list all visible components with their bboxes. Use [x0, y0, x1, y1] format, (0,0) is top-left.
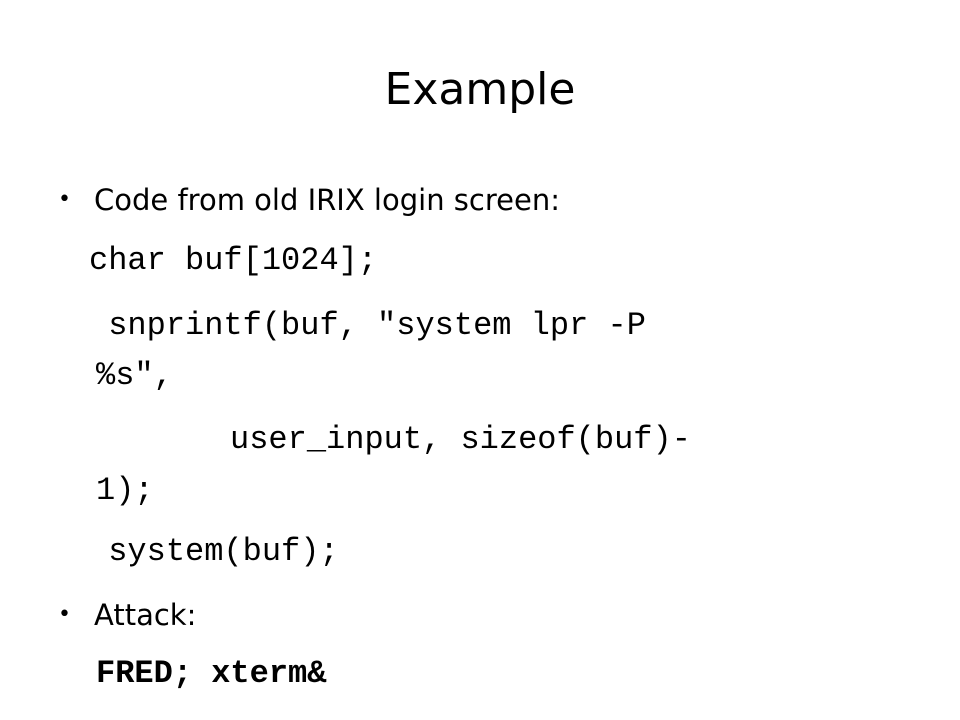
- bullet-text-attack: Attack:: [94, 598, 197, 632]
- code-line-6: system(buf);: [89, 533, 339, 570]
- bullet-marker: •: [58, 187, 71, 212]
- code-line-2: snprintf(buf, "system lpr -P: [89, 307, 646, 344]
- slide-title: Example: [384, 64, 576, 115]
- code-line-5: 1);: [96, 472, 154, 509]
- code-line-1: char buf[1024];: [89, 242, 378, 279]
- bullet-text-code-from: Code from old IRIX login screen:: [94, 183, 560, 217]
- code-line-4: user_input, sizeof(buf)-: [134, 421, 691, 458]
- code-line-3: %s",: [96, 357, 173, 394]
- bullet-marker: •: [58, 602, 71, 627]
- attack-code: FRED; xterm&: [96, 655, 327, 692]
